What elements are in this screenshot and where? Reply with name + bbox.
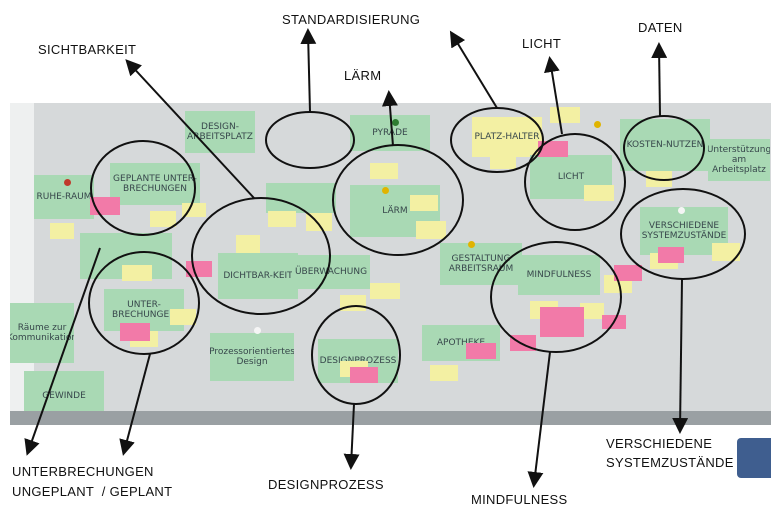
sticky-note <box>712 243 740 261</box>
magnet-white <box>678 207 685 214</box>
arrow-unterbrechungen-a <box>24 247 101 456</box>
magnet-yellow <box>594 121 601 128</box>
sticky-note <box>370 283 400 299</box>
sticky-note <box>50 223 74 239</box>
note-geplante-unterbrechungen: GEPLANTE UNTER-BRECHUNGEN <box>110 163 200 205</box>
sticky-note <box>416 221 446 239</box>
label-mindfulness: MINDFULNESS <box>471 492 568 507</box>
magnet-yellow <box>382 187 389 194</box>
magnet-green <box>392 119 399 126</box>
note-prozessorientiertes-design: Prozessorientiertes Design <box>210 333 294 381</box>
note-gestaltung-arbeitsraum: GESTALTUNG ARBEITSRAUM <box>440 243 522 285</box>
arrow-unterbrechungen-b <box>119 353 151 456</box>
note-platzhalter: PLATZ-HALTER <box>472 117 542 157</box>
sticky-note-pink <box>658 247 684 263</box>
label-verschiedene-2: SYSTEMZUSTÄNDE <box>606 455 734 470</box>
whiteboard: RUHE-RAUM GEPLANTE UNTER-BRECHUNGEN DESI… <box>10 103 771 478</box>
arrow-daten <box>651 42 668 117</box>
marker-box <box>737 438 771 478</box>
note-unterstuetzung: Unterstützung am Arbeitsplatz <box>708 139 770 181</box>
sticky-note-pink <box>614 265 642 281</box>
label-daten: DATEN <box>638 20 683 35</box>
sticky-note-pink <box>350 367 378 383</box>
arrow-platzhalter <box>449 30 498 109</box>
circle-laerm <box>332 144 464 256</box>
circle-mindfulness <box>490 241 622 353</box>
label-sichtbarkeit: SICHTBARKEIT <box>38 42 137 57</box>
label-unterbrechungen-2: UNGEPLANT / GEPLANT <box>12 484 173 499</box>
magnet-yellow <box>468 241 475 248</box>
label-designprozess: DESIGNPROZESS <box>268 477 384 492</box>
note-mindfulness: MINDFULNESS <box>518 255 600 295</box>
note-design-arbeitsplatz: DESIGN-ARBEITSPLATZ <box>185 111 255 153</box>
sticky-note-pink <box>540 307 584 337</box>
label-licht: LICHT <box>522 36 562 51</box>
circle-verschiedene <box>620 188 746 280</box>
sticky-note <box>584 185 614 201</box>
sticky-note <box>268 211 296 227</box>
arrow-sichtbarkeit <box>125 59 255 199</box>
sticky-note-pink <box>120 323 150 341</box>
label-verschiedene-1: VERSCHIEDENE <box>606 436 713 451</box>
sticky-note <box>122 265 152 281</box>
magnet-white <box>254 327 261 334</box>
label-unterbrechungen-1: UNTERBRECHUNGEN <box>12 464 154 479</box>
arrow-laerm <box>381 90 398 147</box>
label-laerm: LÄRM <box>344 68 382 83</box>
arrow-standardisierung <box>300 28 317 113</box>
board-tray <box>10 411 771 425</box>
note-ueberwachung: ÜBERWACHUNG <box>292 255 370 289</box>
sticky-note <box>410 195 438 211</box>
sticky-note <box>370 163 398 179</box>
note-dichtbarkeit: DICHTBAR-KEIT <box>218 253 298 299</box>
sticky-note-pink <box>466 343 496 359</box>
arrow-verschiedene <box>672 278 689 434</box>
circle-designprozess <box>311 305 401 405</box>
circle-standardisierung <box>265 111 355 169</box>
circle-unterbrechungen <box>88 251 200 355</box>
circle-sichtbarkeit <box>90 140 196 236</box>
arrow-licht <box>544 56 563 135</box>
sticky-note <box>430 365 458 381</box>
magnet-red <box>64 179 71 186</box>
sticky-note <box>580 303 604 319</box>
sticky-note-pink <box>538 141 568 157</box>
sticky-note <box>490 155 516 169</box>
arrow-designprozess <box>343 403 360 470</box>
circle-licht <box>524 133 626 231</box>
circle-dichtbarkeit <box>191 197 331 315</box>
sticky-note <box>170 309 196 325</box>
circle-daten <box>623 115 705 181</box>
arrow-mindfulness <box>527 351 551 488</box>
sticky-note <box>236 235 260 253</box>
label-standardisierung: STANDARDISIERUNG <box>282 12 421 27</box>
sticky-note <box>150 211 176 227</box>
